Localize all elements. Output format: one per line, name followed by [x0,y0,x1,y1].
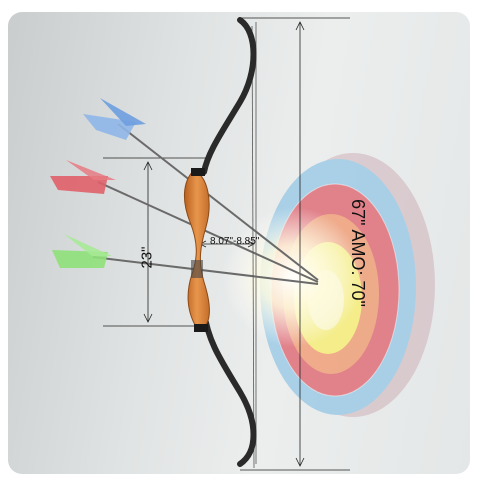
recurve-bow-illustration [50,17,435,471]
arrow-icon [50,160,319,283]
bow-string [251,25,255,469]
arrow-icon [83,98,319,281]
grip-height-label: 23" [138,246,156,269]
bow-length-label: 67" AMO: 70" [347,199,368,307]
recurve-bow-icon [184,17,257,467]
arrow-icon [52,234,319,285]
impact-glow [223,207,363,347]
product-image-card: 23" 8.07"-8.85" 67" AMO: 70" [8,12,470,474]
draw-width-label: 8.07"-8.85" [210,236,260,247]
dimension-lines [103,17,350,471]
